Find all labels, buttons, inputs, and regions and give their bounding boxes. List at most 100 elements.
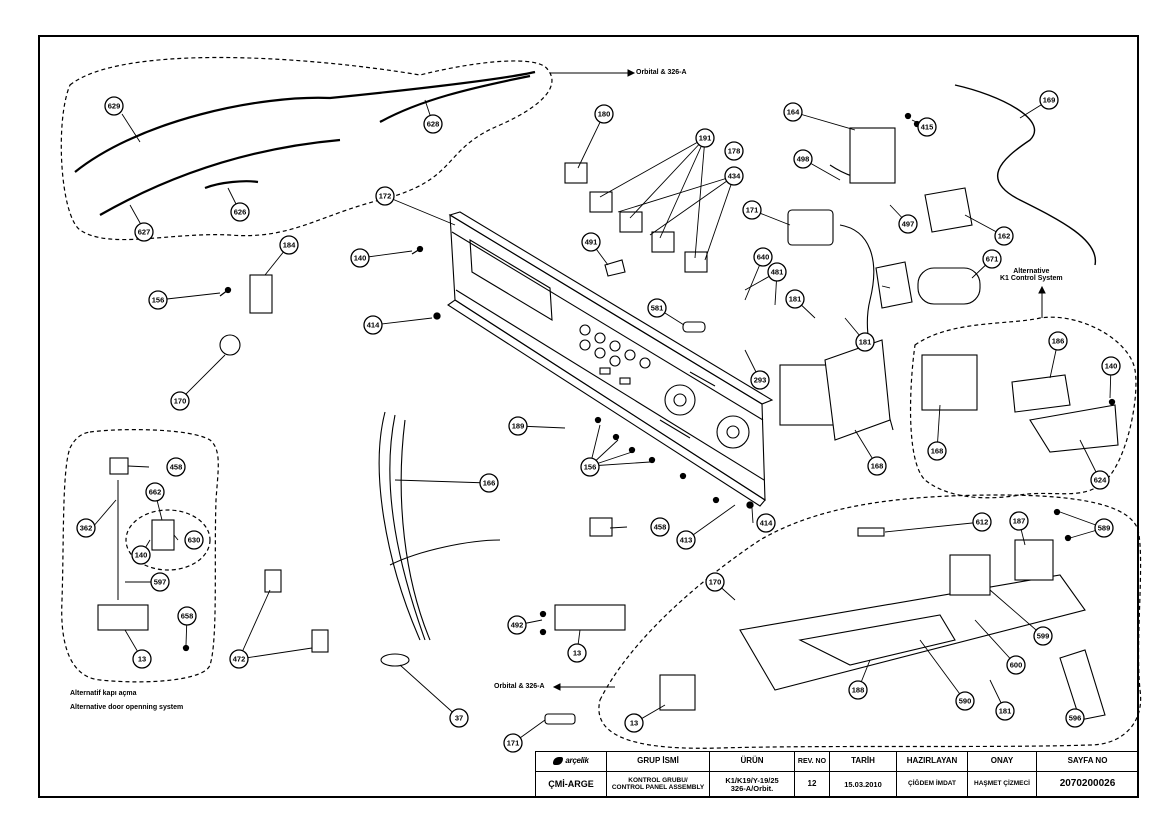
door-lock-458-b (589, 517, 613, 537)
group-line2: CONTROL PANEL ASSEMBLY (611, 783, 705, 791)
callout-191: 191 (695, 128, 715, 148)
svg-text:168: 168 (871, 462, 884, 471)
callout-168-k1: 168 (927, 441, 947, 461)
callout-498: 498 (793, 149, 813, 169)
svg-text:612: 612 (976, 518, 989, 527)
svg-text:458: 458 (654, 523, 667, 532)
alt-k1-line1: Alternative (1013, 268, 1050, 275)
orbital-cables (74, 70, 1096, 641)
svg-text:590: 590 (959, 697, 972, 706)
relay-187 (1014, 539, 1054, 581)
svg-text:414: 414 (367, 321, 380, 330)
panel-button-holes (579, 324, 651, 385)
k1-board-186 (1011, 374, 1071, 413)
callout-172: 172 (375, 186, 395, 206)
callout-140-top: 140 (350, 248, 370, 268)
callout-597: 597 (150, 572, 170, 592)
callout-184: 184 (279, 235, 299, 255)
prepared-value: ÇİĞDEM İMDAT (896, 771, 968, 798)
alt-k1-note: Alternative K1 Control System (1000, 268, 1063, 282)
callout-414-top: 414 (363, 315, 383, 335)
switch-191-c (651, 231, 675, 253)
header-rev: REV. NO (794, 751, 830, 772)
svg-text:497: 497 (902, 220, 915, 229)
callouts: 629 628 627 626 180 191 178 434 164 415 … (76, 90, 1121, 753)
cable-166 (378, 411, 501, 641)
svg-text:172: 172 (379, 192, 392, 201)
svg-text:627: 627 (138, 228, 151, 237)
rev-value: 12 (794, 771, 830, 798)
svg-text:413: 413 (680, 536, 693, 545)
orbital-cable-group-outline (60, 56, 553, 241)
callout-293: 293 (750, 370, 770, 390)
callout-472: 472 (229, 649, 249, 669)
svg-text:189: 189 (512, 422, 525, 431)
callout-481: 481 (767, 262, 787, 282)
svg-text:181: 181 (859, 338, 872, 347)
switch-191-d (684, 251, 708, 273)
svg-text:658: 658 (181, 612, 194, 621)
alt-door-note-en: Alternative door openning system (70, 704, 184, 711)
group-name: KONTROL GRUBU/ CONTROL PANEL ASSEMBLY (606, 771, 710, 798)
svg-text:626: 626 (234, 208, 247, 217)
page-number: 2070200026 (1036, 771, 1139, 798)
svg-text:170: 170 (709, 578, 722, 587)
callout-181-a: 181 (785, 289, 805, 309)
callout-662: 662 (145, 482, 165, 502)
svg-text:481: 481 (771, 268, 784, 277)
switch-180 (564, 162, 588, 184)
callout-434: 434 (724, 166, 744, 186)
callout-13-left: 13 (132, 649, 152, 669)
callout-629: 629 (104, 96, 124, 116)
screws (182, 112, 1116, 652)
callout-37: 37 (449, 708, 469, 728)
callout-187: 187 (1009, 511, 1029, 531)
header-page: SAYFA NO (1036, 751, 1139, 772)
svg-text:169: 169 (1043, 96, 1056, 105)
callout-13-bottom: 13 (624, 713, 644, 733)
svg-text:184: 184 (283, 241, 296, 250)
svg-text:415: 415 (921, 123, 934, 132)
orbital-arrows (550, 69, 1046, 691)
svg-text:498: 498 (797, 155, 810, 164)
callout-181-bottom: 181 (995, 701, 1015, 721)
svg-text:186: 186 (1052, 337, 1065, 346)
svg-text:13: 13 (573, 649, 581, 658)
svg-text:13: 13 (630, 719, 638, 728)
svg-text:37: 37 (455, 714, 463, 723)
clip-472-b (311, 629, 329, 653)
callout-181-b: 181 (855, 332, 875, 352)
switch-191-a (589, 191, 613, 213)
bracket-596 (1059, 649, 1106, 721)
k1-module-168 (921, 354, 978, 411)
callout-414-mid: 414 (756, 513, 776, 533)
product-name: K1/K19/Y-19/25 326-A/Orbit. (709, 771, 795, 798)
cable-169 (954, 84, 1096, 266)
door-latch-subgroup-outline (125, 509, 211, 571)
svg-text:414: 414 (760, 519, 773, 528)
alternative-door-group-outline (61, 429, 219, 683)
light-581 (682, 321, 706, 333)
svg-text:630: 630 (188, 536, 201, 545)
module-168 (779, 364, 836, 426)
callout-624: 624 (1090, 470, 1110, 490)
callout-415: 415 (917, 117, 937, 137)
svg-text:166: 166 (483, 479, 496, 488)
date-value: 15.03.2010 (829, 771, 897, 798)
svg-text:472: 472 (233, 655, 246, 664)
product-line1: K1/K19/Y-19/25 (725, 775, 779, 785)
callout-178: 178 (724, 141, 744, 161)
callout-156-left: 156 (148, 290, 168, 310)
callout-491: 491 (581, 232, 601, 252)
brand-logo: arçelik (535, 751, 607, 772)
callout-156-mid: 156 (580, 457, 600, 477)
callout-186: 186 (1048, 331, 1068, 351)
callout-413: 413 (676, 530, 696, 550)
orbital-electronics-group-outline (598, 494, 1142, 749)
callout-596: 596 (1065, 708, 1085, 728)
svg-text:187: 187 (1013, 517, 1026, 526)
callout-162: 162 (994, 226, 1014, 246)
svg-text:671: 671 (986, 255, 999, 264)
callout-627: 627 (134, 222, 154, 242)
